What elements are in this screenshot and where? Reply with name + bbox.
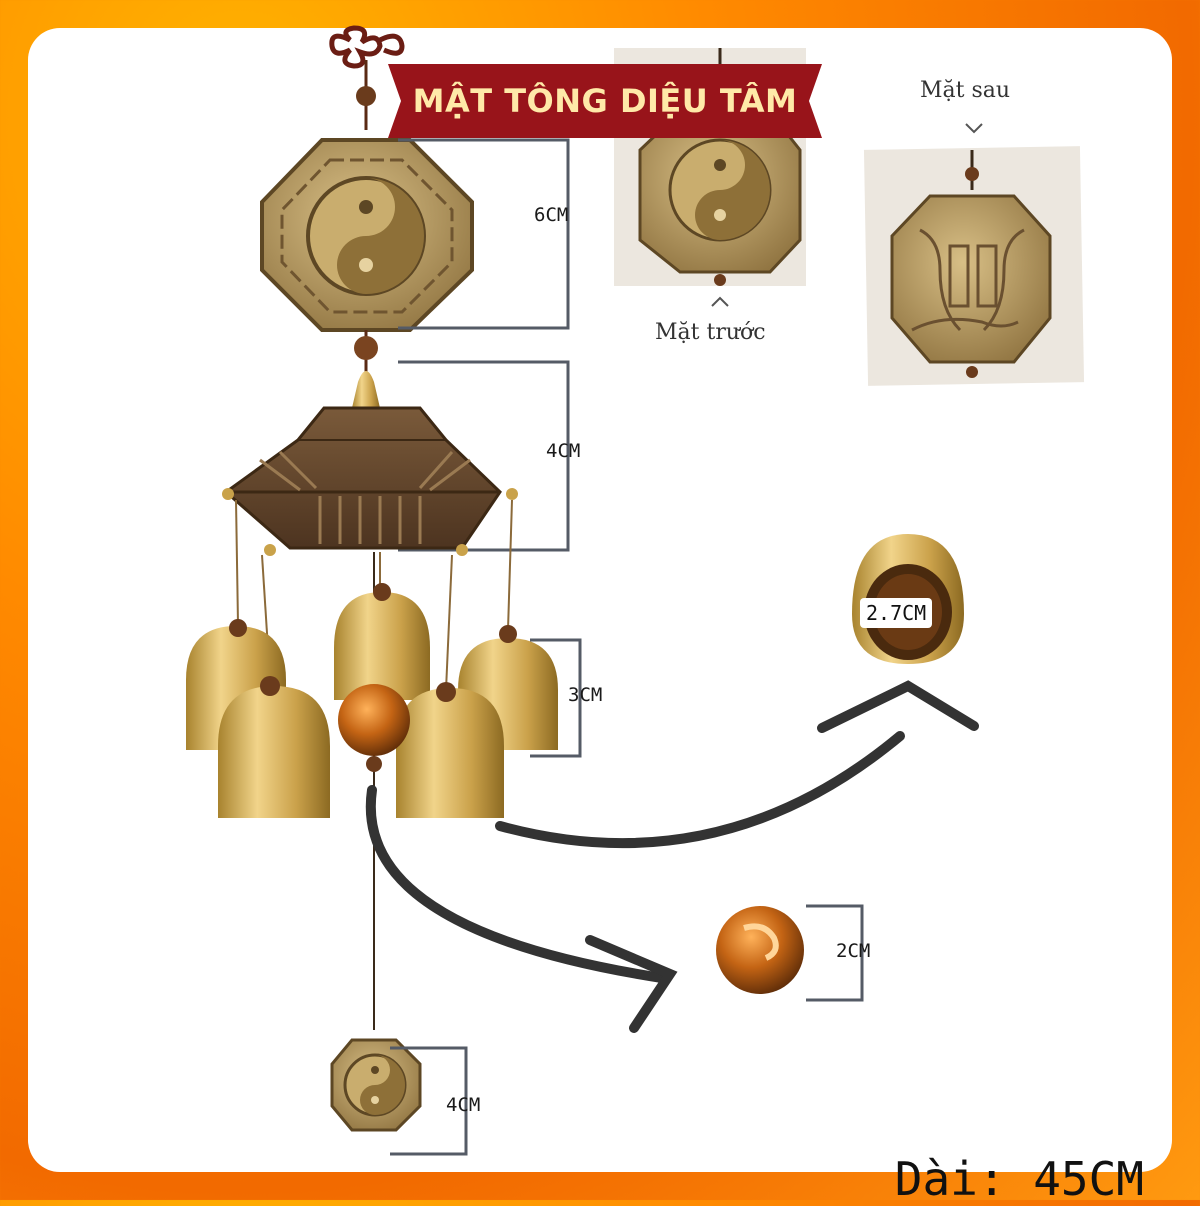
dimension-top-disc: 6CM — [534, 204, 569, 226]
dimension-bottom-disc: 4CM — [446, 1094, 481, 1116]
bottom-yin-yang-disc — [330, 1038, 422, 1132]
bell-icon — [186, 583, 558, 818]
dimension-pagoda: 4CM — [546, 440, 581, 462]
brand-name: MẬT TÔNG DIỆU TÂM — [412, 82, 798, 120]
back-view-label: Mặt sau — [920, 78, 1011, 103]
yin-yang-icon — [306, 176, 426, 296]
brand-banner: MẬT TÔNG DIỆU TÂM — [388, 64, 822, 138]
chinese-knot-icon — [329, 25, 405, 130]
pagoda-icon — [222, 371, 518, 556]
center-bead — [338, 684, 410, 756]
arrow-icon — [365, 680, 979, 1033]
back-view-photo — [863, 123, 1085, 386]
dimension-bell: 3CM — [568, 684, 603, 706]
dimension-bead: 2CM — [836, 940, 871, 962]
bead-icon — [716, 906, 804, 994]
front-view-label: Mặt trước — [655, 320, 766, 345]
front-view-photo — [614, 48, 806, 307]
top-yin-yang-disc — [260, 138, 474, 332]
dimension-bell-mouth: 2.7CM — [860, 598, 933, 628]
total-length: Dài: 45CM — [894, 1152, 1144, 1206]
